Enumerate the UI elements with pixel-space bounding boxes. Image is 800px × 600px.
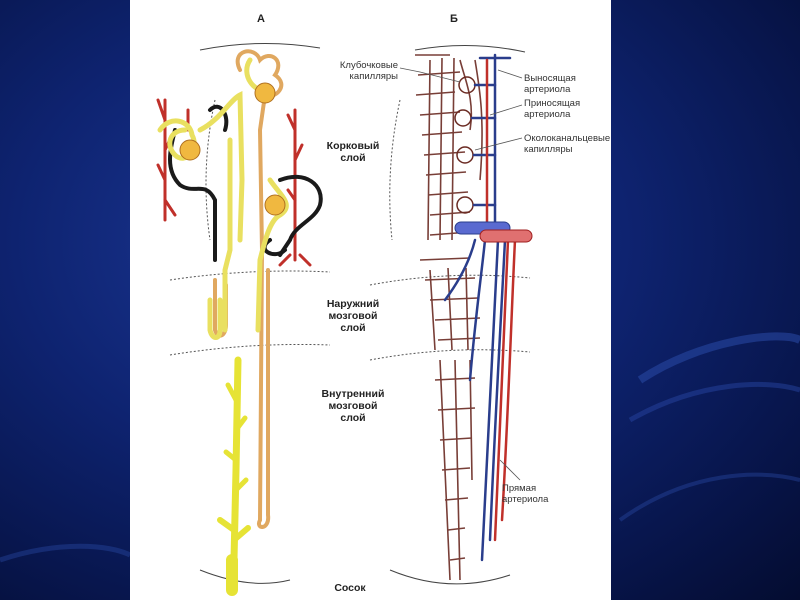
zone-inner-medulla-label: Внутренний мозговой слой (308, 388, 398, 424)
label-efferent-line2: артериола (524, 84, 571, 95)
zone-inner-line3: слой (340, 412, 366, 424)
label-glomerular-capillaries: Клубочковые капилляры (336, 60, 398, 82)
label-glomerular-line1: Клубочковые (339, 60, 398, 71)
label-glomerular-line2: капилляры (349, 71, 398, 82)
label-peritubular-line1: Околоканальцевые (524, 133, 611, 144)
zone-outer-medulla-label: Наружний мозговой слой (308, 298, 398, 334)
panel-b-label: Б (450, 13, 458, 25)
capsule-arc-b (414, 44, 526, 53)
label-efferent-line1: Выносящая (524, 73, 576, 84)
label-peritubular-capillaries: Околоканальцевые капилляры (524, 133, 610, 155)
kidney-nephron-diagram (156, 42, 533, 596)
label-vasa-recta: Прямая артериола (502, 483, 548, 505)
diagram-panel: А Б Корковый слой Наружний мозговой слой… (130, 0, 611, 600)
label-afferent-line2: артериола (524, 109, 571, 120)
zone-papilla-label: Сосок (334, 582, 366, 594)
zone-outer-line2: мозговой (328, 310, 378, 322)
zone-cortex-line1: Корковый (326, 140, 380, 152)
zone-outer-line3: слой (340, 322, 366, 334)
label-vasa-recta-line2: артериола (502, 494, 549, 505)
zone-inner-line1: Внутренний (321, 388, 385, 400)
label-afferent-line1: Приносящая (524, 98, 581, 109)
papilla-arc-a (199, 569, 291, 584)
arcuate-artery (479, 229, 533, 243)
zone-cortex-line2: слой (340, 152, 366, 164)
label-efferent-arteriole: Выносящая артериола (524, 73, 576, 95)
zone-outer-line1: Наружний (326, 298, 380, 310)
leader-lines (399, 67, 523, 481)
label-afferent-arteriole: Приносящая артериола (524, 98, 580, 120)
panel-a-label: А (257, 13, 265, 25)
zone-cortex-label: Корковый слой (308, 140, 398, 164)
capsule-arc-a (199, 42, 321, 51)
zone-inner-line2: мозговой (328, 400, 378, 412)
papilla-arc-b (389, 569, 511, 585)
nephron-a (156, 49, 323, 596)
vasculature-b (415, 53, 533, 581)
label-peritubular-line2: капилляры (524, 144, 573, 155)
label-vasa-recta-line1: Прямая (502, 483, 537, 494)
zone-boundaries (169, 99, 531, 361)
